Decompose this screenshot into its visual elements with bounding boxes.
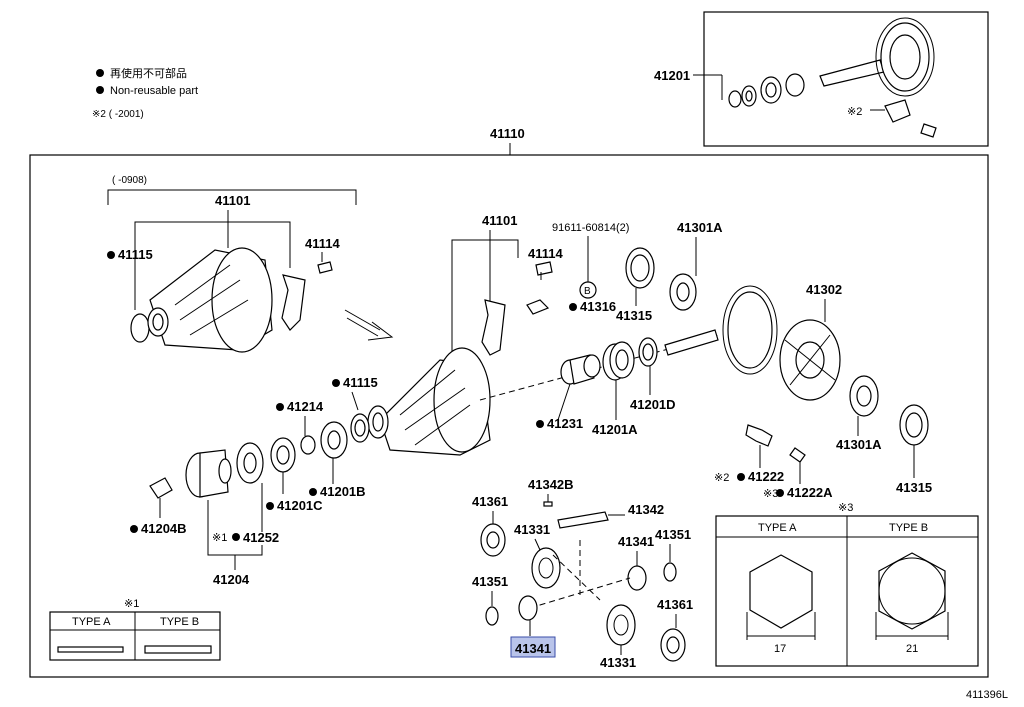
part-label-91611[interactable]: 91611-60814(2)	[552, 222, 629, 234]
part-label-41342B[interactable]: 41342B	[528, 477, 574, 492]
collapsible-spacer: 41231	[536, 354, 601, 431]
part-label-41204[interactable]: 41204	[213, 572, 250, 587]
part-label-41115-b[interactable]: 41115	[343, 375, 378, 390]
note-x1: ※1	[212, 532, 227, 544]
part-label-41222A[interactable]: 41222A	[787, 485, 833, 500]
part-label-41315-a[interactable]: 41315	[616, 308, 652, 323]
mark-b: B	[584, 286, 591, 297]
part-label-41201B[interactable]: 41201B	[320, 484, 366, 499]
part-label-41201C[interactable]: 41201C	[277, 498, 323, 513]
side-bearing-upper: 41315 41301A	[616, 220, 723, 323]
part-label-41114-a[interactable]: 41114	[305, 236, 340, 251]
part-label-41201D[interactable]: 41201D	[630, 397, 676, 412]
part-label-41341-highlighted[interactable]: 41341	[515, 641, 551, 656]
differential-gears: 41342B 41361 41342 41331 41341 41351 413…	[472, 477, 693, 670]
highlighted-part-box[interactable]	[510, 636, 556, 658]
part-label-41331-a[interactable]: 41331	[514, 522, 550, 537]
non-reusable-bullet	[96, 69, 104, 77]
ring-gear-kit-box: 41201 ※2	[654, 11, 989, 147]
part-label-41342[interactable]: 41342	[628, 502, 664, 517]
part-label-41361-a[interactable]: 41361	[472, 494, 508, 509]
part-label-41252[interactable]: 41252	[243, 530, 279, 545]
part-label-41222[interactable]: 41222	[748, 469, 784, 484]
type-table-x1: ※1 TYPE A TYPE B	[49, 598, 221, 661]
part-label-41351-b[interactable]: 41351	[655, 527, 691, 542]
carrier-assembly-old: ( -0908) 41101 41115 41114	[107, 175, 357, 353]
part-label-41115-a[interactable]: 41115	[118, 247, 153, 262]
type-table-x3: ※3 TYPE A TYPE B 17 21	[715, 502, 979, 667]
part-label-41214[interactable]: 41214	[287, 399, 324, 414]
part-label-41301A-b[interactable]: 41301A	[836, 437, 882, 452]
part-label-41101-a[interactable]: 41101	[215, 193, 250, 208]
non-reusable-bullet	[96, 86, 104, 94]
note-x1-table: ※1	[124, 598, 139, 610]
part-label-41351-a[interactable]: 41351	[472, 574, 508, 589]
note-x3-table: ※3	[838, 502, 853, 514]
part-label-41301A-a[interactable]: 41301A	[677, 220, 723, 235]
note-x2-box: ※2	[847, 106, 862, 118]
size-type-b: 21	[906, 643, 918, 655]
part-label-41101-b[interactable]: 41101	[482, 213, 517, 228]
assembly-frame	[29, 154, 989, 678]
adjusting-lock: ※2 41222 ※3 41222A	[714, 424, 833, 500]
part-label-41201[interactable]: 41201	[654, 68, 690, 83]
diagram-code: 411396L	[966, 689, 1008, 701]
legend-note2: ※2 ( -2001)	[92, 109, 144, 120]
part-label-41204B[interactable]: 41204B	[141, 521, 187, 536]
part-label-41341-a[interactable]: 41341	[618, 534, 654, 549]
hex-head-type-a	[749, 554, 813, 629]
pinion-parts-row: 41115 41214 41201C 41252 ※1 41204 41204B…	[130, 375, 378, 587]
range-note-0908: ( -0908)	[112, 175, 147, 186]
part-label-41315-b[interactable]: 41315	[896, 480, 932, 495]
table1-col-a: TYPE A	[72, 616, 111, 628]
pinion-bearing: 41201A 41201D	[592, 337, 676, 437]
part-label-41201A[interactable]: 41201A	[592, 422, 638, 437]
table1-col-b: TYPE B	[160, 616, 199, 628]
table3-col-a: TYPE A	[758, 522, 797, 534]
side-bearing-lower: 41301A 41315	[836, 375, 932, 495]
part-label-41114-b[interactable]: 41114	[528, 246, 563, 261]
part-label-41361-b[interactable]: 41361	[657, 597, 693, 612]
note-x2: ※2	[714, 472, 729, 484]
ring-gear-differential: 41302	[664, 282, 842, 401]
part-label-41110[interactable]: 41110	[490, 126, 525, 141]
direction-arrow	[344, 309, 394, 341]
legend-en-text: Non-reusable part	[110, 85, 198, 97]
table3-col-b: TYPE B	[889, 522, 928, 534]
part-label-41331-b[interactable]: 41331	[600, 655, 636, 670]
legend-jp-text: 再使用不可部品	[110, 66, 187, 80]
carrier-assembly-new: 41101 91611-60814(2) B 41114 41316	[350, 213, 629, 456]
legend: 再使用不可部品 Non-reusable part ※2 ( -2001)	[92, 66, 198, 120]
part-label-41231[interactable]: 41231	[547, 416, 583, 431]
hex-head-type-b	[878, 552, 946, 630]
note-x3: ※3	[763, 488, 778, 500]
size-type-a: 17	[774, 643, 786, 655]
part-label-41302[interactable]: 41302	[806, 282, 842, 297]
part-label-41316[interactable]: 41316	[580, 299, 616, 314]
